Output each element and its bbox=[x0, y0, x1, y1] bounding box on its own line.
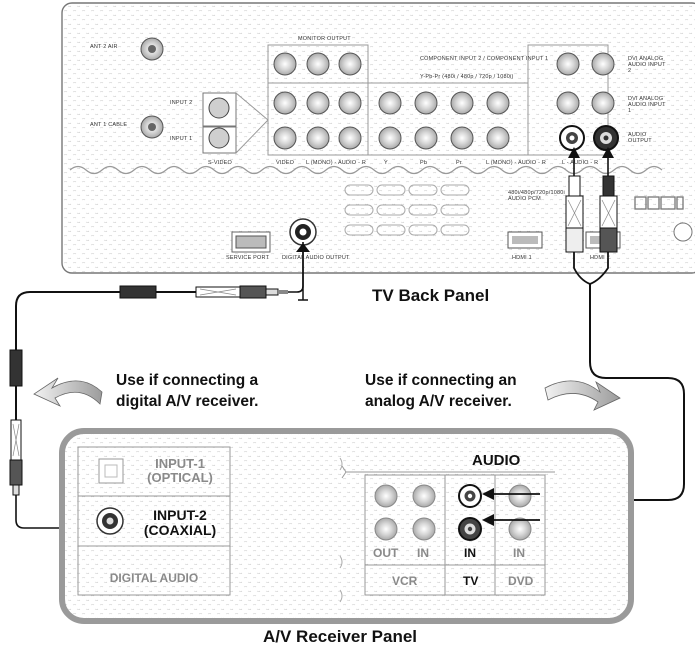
component-labels: COMPONENT INPUT 2 / COMPONENT INPUT 1 bbox=[420, 56, 549, 62]
dvd-label: DVD bbox=[508, 574, 534, 588]
monitor-output-label: MONITOR OUTPUT bbox=[298, 36, 351, 42]
vcr-label: VCR bbox=[392, 574, 418, 588]
analog-note-line-2: analog A/V receiver. bbox=[365, 393, 512, 410]
hdmi-1-label: HDMI 1 bbox=[512, 255, 532, 261]
right-curved-arrow bbox=[544, 380, 621, 411]
tv-in-label: IN bbox=[464, 546, 476, 560]
pr-label: Pr bbox=[456, 160, 462, 166]
input-1-label: INPUT 1 bbox=[170, 136, 193, 142]
digital-note-line-1: Use if connecting a bbox=[116, 372, 259, 389]
optical-coaxial-cable bbox=[9, 242, 310, 534]
tv-label: TV bbox=[463, 574, 479, 588]
hdmi-logo bbox=[634, 196, 684, 210]
resolution-label: Y-Pb-Pr (480i / 480p / 720p / 1080i) bbox=[420, 74, 514, 80]
digital-note-line-2: digital A/V receiver. bbox=[116, 393, 259, 410]
digital-receiver-note: Use if connecting a digital A/V receiver… bbox=[116, 370, 306, 412]
ant-2-label: ANT 2 AIR bbox=[90, 44, 118, 50]
hdmi-2-label: HDMI 2 bbox=[590, 255, 610, 261]
y-label: Y bbox=[384, 160, 388, 166]
digital-audio-label: DIGITAL AUDIO bbox=[109, 571, 199, 585]
audio-lr-label-3: L - AUDIO - R bbox=[562, 160, 599, 166]
input-2-label: INPUT 2 bbox=[170, 100, 193, 106]
digital-audio-output-label: DIGITAL AUDIO OUTPUT bbox=[282, 255, 350, 261]
dvd-in-right-jack bbox=[508, 517, 532, 541]
service-port-label: SERVICE PORT bbox=[226, 255, 270, 261]
audio-lr-label-2: L (MONO) - AUDIO - R bbox=[486, 160, 547, 166]
input-1-optical-label: INPUT-1(OPTICAL) bbox=[147, 456, 213, 485]
analog-receiver-note: Use if connecting an analog A/V receiver… bbox=[365, 370, 555, 412]
ant-1-label: ANT 1 CABLE bbox=[90, 122, 128, 128]
dvi-input-1-label: DVI ANALOG AUDIO INPUT 1 bbox=[628, 96, 666, 114]
tv-back-panel-caption: TV Back Panel bbox=[372, 286, 490, 305]
vcr-out-left-jack bbox=[374, 484, 398, 508]
input-2-coaxial-label: INPUT-2(COAXIAL) bbox=[143, 507, 217, 538]
dvd-in-label: IN bbox=[513, 546, 525, 560]
vcr-in-left-jack bbox=[412, 484, 436, 508]
dvd-in-left-jack bbox=[508, 484, 532, 508]
audio-lr-label: L (MONO) - AUDIO - R bbox=[306, 160, 367, 166]
analog-note-line-1: Use if connecting an bbox=[365, 372, 517, 389]
tv-jack-array bbox=[273, 52, 615, 150]
s-video-label: S-VIDEO bbox=[208, 160, 233, 166]
receiver-panel-caption: A/V Receiver Panel bbox=[263, 627, 418, 646]
pb-label: Pb bbox=[420, 160, 428, 166]
s-video-2-jack bbox=[208, 97, 230, 119]
s-video-1-jack bbox=[208, 127, 230, 149]
vcr-out-right-jack bbox=[374, 517, 398, 541]
audio-section-label: AUDIO bbox=[472, 452, 521, 469]
audio-output-label: AUDIO OUTPUT bbox=[628, 132, 652, 144]
dvi-input-2-label: DVI ANALOG AUDIO INPUT 2 bbox=[628, 56, 666, 74]
power-jack bbox=[673, 222, 693, 242]
vcr-in-right-jack bbox=[412, 517, 436, 541]
optical-input-port bbox=[98, 458, 124, 484]
av-receiver-panel bbox=[59, 428, 634, 624]
hdmi-resolution-label: 480i/480p/720p/1080i AUDIO PCM bbox=[508, 190, 565, 202]
left-curved-arrow bbox=[33, 377, 103, 407]
vcr-in-label: IN bbox=[417, 546, 429, 560]
vcr-out-label: OUT bbox=[373, 546, 399, 560]
video-label: VIDEO bbox=[276, 160, 295, 166]
tv-back-panel bbox=[61, 2, 695, 274]
